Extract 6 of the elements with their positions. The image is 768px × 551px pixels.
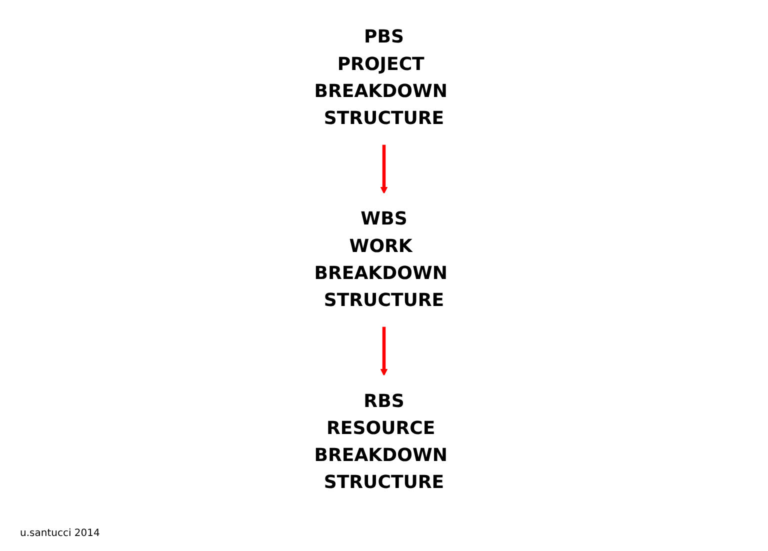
node-text: WBS WORK BREAKDOWN STRUCTURE: [314, 209, 448, 311]
node-text: RBS RESOURCE BREAKDOWN STRUCTURE: [314, 391, 448, 493]
arrow: [380, 144, 388, 194]
arrow: [380, 326, 388, 376]
node-text: PBS PROJECT BREAKDOWN STRUCTURE: [314, 27, 448, 129]
credit-text: u.santucci 2014: [20, 528, 100, 539]
